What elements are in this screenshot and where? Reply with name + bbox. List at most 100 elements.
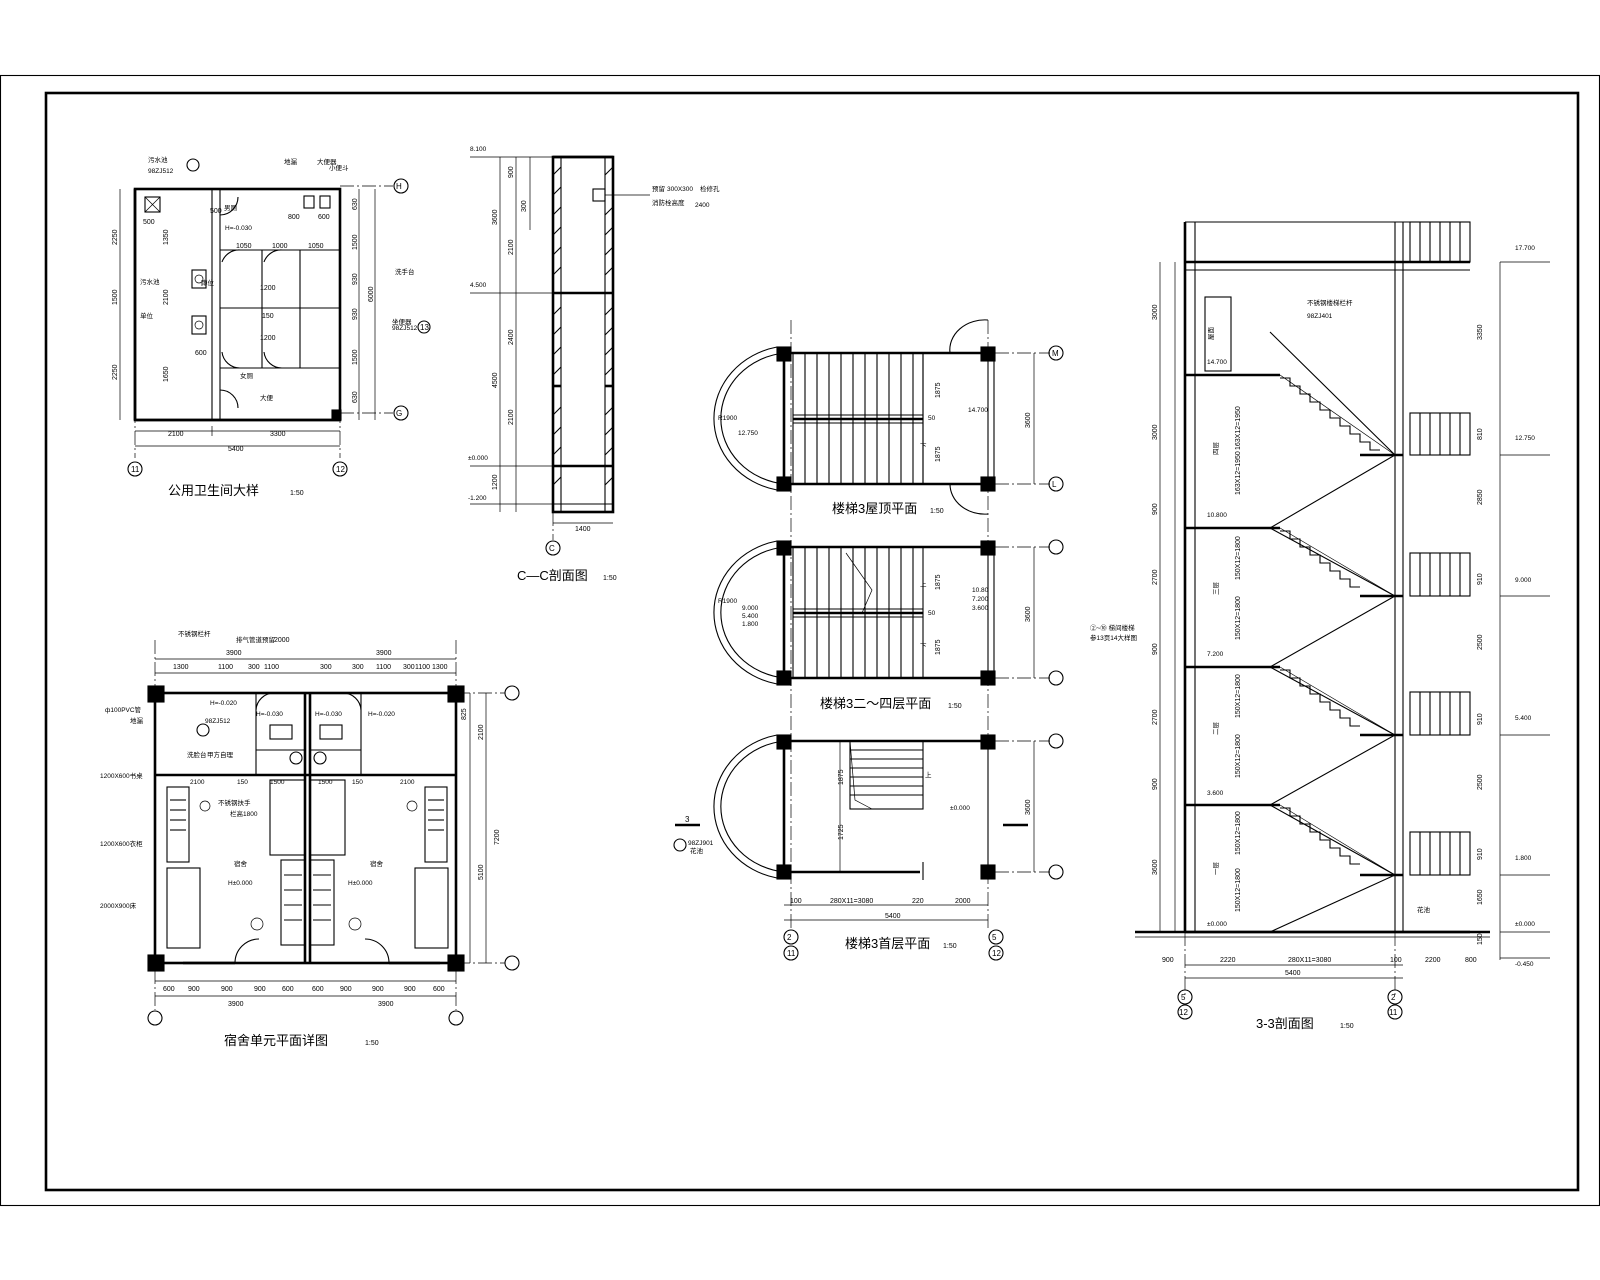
dimension-label: 3000 — [1152, 424, 1159, 440]
note-label: 地漏 — [130, 716, 144, 725]
note-label: 排气管道预留 — [236, 635, 275, 644]
dorm-title: 宿舍单元平面详图 — [224, 1033, 328, 1048]
note-label: 检修孔 — [700, 184, 720, 193]
axis-label: 12 — [992, 949, 1001, 958]
elevation-label: 9.000 — [742, 605, 759, 612]
note-label: 甲方自理 — [207, 750, 234, 759]
note-label: 消防栓高度 — [652, 198, 685, 207]
dimension-label: 3000 — [1152, 304, 1159, 320]
note-label: 大便 — [260, 393, 274, 402]
axis-label: 11 — [131, 465, 140, 474]
elevation-label: 3.600 — [1207, 790, 1224, 797]
flight-label: 150X12=1800 — [1235, 596, 1242, 640]
note-label: 1500 — [270, 779, 285, 786]
floor-label: 一层 — [1212, 862, 1220, 876]
column — [776, 346, 792, 362]
note-label: H±0.000 — [228, 880, 253, 887]
dimension-label: 300 — [403, 664, 415, 671]
stair-ground-floor-plan — [673, 320, 1064, 961]
dimension-label: 1400 — [575, 526, 591, 533]
column — [331, 409, 342, 421]
flight-label: 163X12=1950 — [1235, 406, 1242, 450]
dimension-label: 1500 — [112, 289, 119, 305]
column — [776, 670, 792, 686]
note-label: 150 — [237, 779, 248, 786]
dimension-label: 2220 — [1220, 957, 1236, 964]
note-label: 花池 — [690, 846, 704, 855]
section-cc-view — [470, 155, 650, 556]
dorm-scale: 1:50 — [365, 1040, 379, 1047]
dimension-label: 1100 — [376, 664, 391, 671]
dimension-label: 1050 — [308, 243, 324, 250]
note-label: 150 — [352, 779, 363, 786]
dimension-label: 2500 — [1477, 774, 1484, 790]
axis-label: C — [549, 544, 555, 553]
radius-label: R1900 — [718, 415, 738, 422]
dimension-label: 3300 — [270, 431, 286, 438]
toilet-fixture — [319, 724, 343, 740]
note-label: 98ZJ512 — [392, 325, 418, 332]
dimension-label: 5400 — [1285, 970, 1301, 977]
wardrobe — [166, 786, 190, 863]
note-label: 洗脸台 — [187, 750, 207, 759]
section-cc-scale: 1:50 — [603, 575, 617, 582]
wardrobe — [309, 859, 335, 946]
note-label: ф100PVC管 — [105, 705, 142, 714]
axis-label: 5 — [992, 933, 997, 942]
dimension-label: 910 — [1477, 573, 1484, 585]
dimension-label: 1650 — [1477, 889, 1484, 905]
dimension-label: 2700 — [1152, 709, 1159, 725]
dimension-label: 2100 — [478, 724, 485, 740]
column — [147, 954, 165, 972]
room-label: 屋面 — [1207, 327, 1215, 341]
bed — [269, 779, 306, 856]
axis-label: 11 — [787, 949, 796, 958]
dimension-label: 900 — [188, 986, 200, 993]
column — [776, 540, 792, 556]
stair-mid-scale: 1:50 — [948, 703, 962, 710]
note-label: 1500 — [318, 779, 333, 786]
elevation-label: 10.800 — [1207, 512, 1227, 519]
bed — [309, 779, 346, 856]
dimension-label: 5100 — [478, 864, 485, 880]
detail-ref: 98ZJ901 — [688, 840, 714, 847]
direction-label: 下 — [920, 442, 927, 450]
dimension-label: 1500 — [352, 349, 359, 365]
dimension-label: 600 — [282, 986, 294, 993]
flight-label: 150X12=1800 — [1235, 868, 1242, 912]
axis-label: 12 — [336, 465, 345, 474]
toilet-title: 公用卫生间大样 — [168, 483, 259, 498]
column — [776, 864, 792, 880]
section-mark: 3 — [685, 815, 690, 824]
flight-label: 150X12=1800 — [1235, 734, 1242, 778]
dimension-label: 3600 — [1025, 606, 1032, 622]
dimension-label: 150 — [262, 313, 274, 320]
elevation-label: 3.600 — [972, 605, 989, 612]
dimension-label: 1200 — [260, 335, 276, 342]
dimension-label: 1200 — [260, 285, 276, 292]
dimension-label: 150 — [1477, 933, 1484, 945]
wash-basin — [191, 269, 207, 289]
note-label: H±0.000 — [348, 880, 373, 887]
note-label: 坐便器 — [392, 317, 412, 326]
dimension-label: 2100 — [508, 409, 515, 425]
dimension-label: 1875 — [838, 769, 845, 785]
dimension-label: 600 — [433, 986, 445, 993]
dimension-label: 900 — [1152, 778, 1159, 790]
dimension-label: 600 — [318, 214, 330, 221]
direction-label: 上 — [920, 579, 927, 588]
dimension-label: 1100 — [415, 664, 430, 671]
dimension-label: 2500 — [1477, 634, 1484, 650]
access-opening — [592, 188, 606, 202]
dimension-label: 280X11=3080 — [1288, 957, 1331, 964]
dimension-label: 3900 — [226, 650, 242, 657]
shaft-wall — [551, 155, 615, 514]
elevation-label: 5.400 — [742, 613, 759, 620]
dimension-label: 630 — [352, 198, 359, 210]
bed — [166, 867, 201, 949]
elevation-label: 1.800 — [742, 621, 759, 628]
note-label: 2000X900床 — [100, 901, 137, 910]
dimension-label: 930 — [352, 308, 359, 320]
dimension-label: 300 — [521, 200, 528, 212]
wash-basin — [191, 315, 207, 335]
